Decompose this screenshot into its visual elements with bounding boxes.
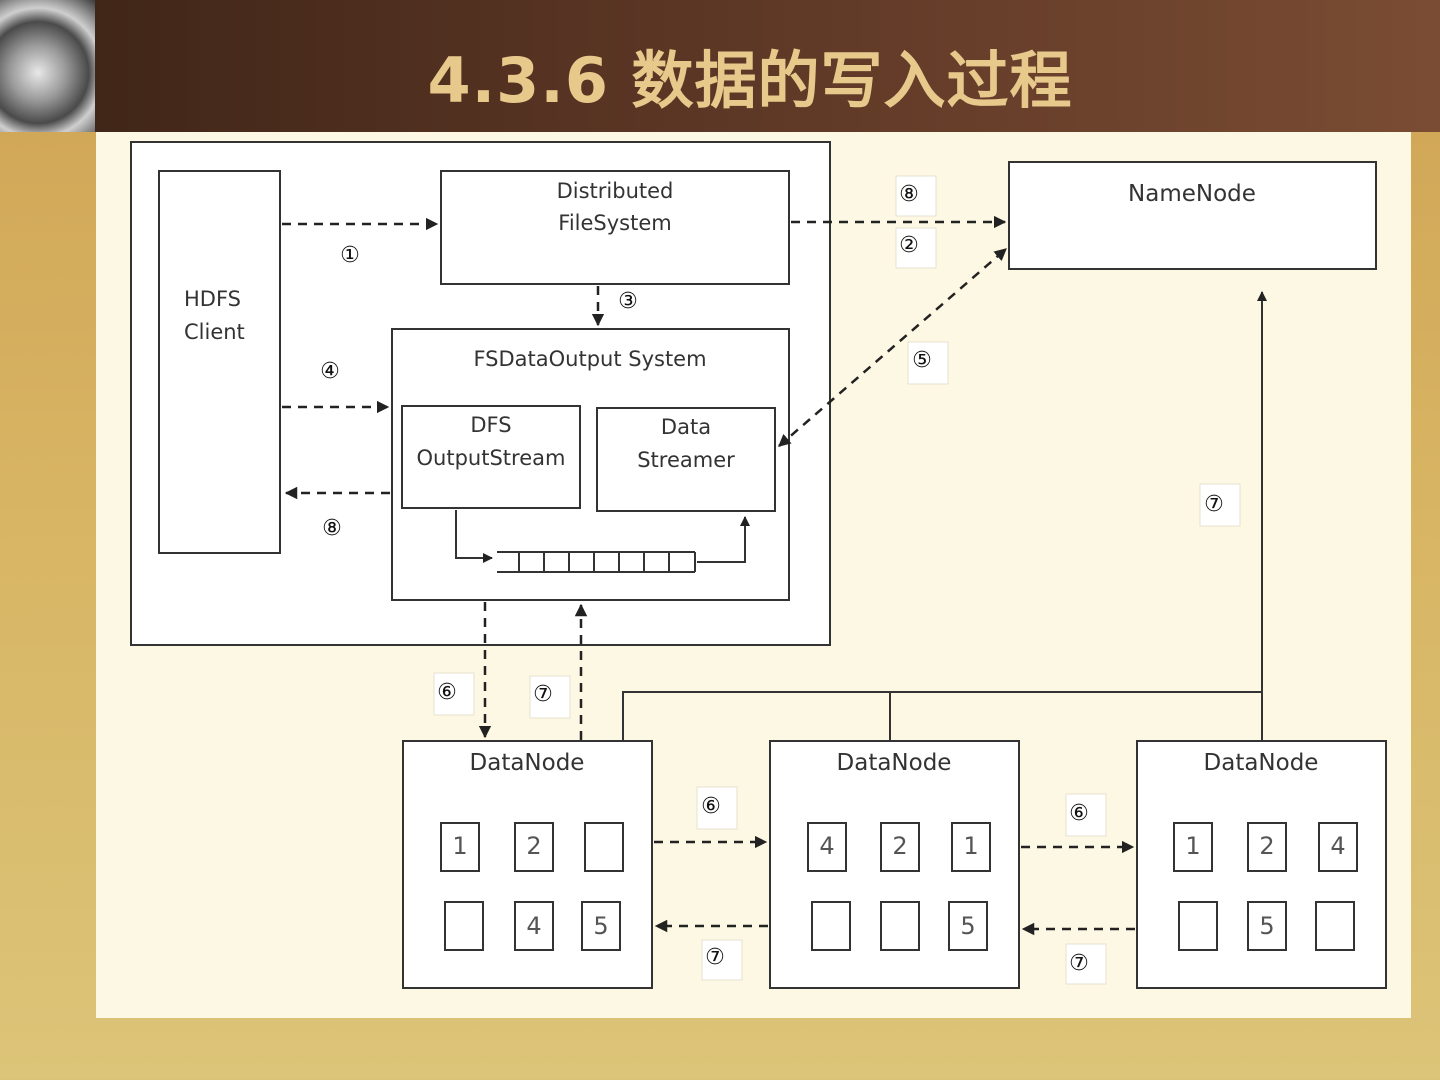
dfs-label-line2: FileSystem [558, 211, 671, 235]
step-label-bg [907, 341, 949, 385]
step-label: ⑦ [705, 945, 725, 970]
client-label-line2: Client [184, 320, 245, 344]
streamer-label-line2: Streamer [637, 448, 735, 472]
hdfs-client-box: HDFS Client [158, 170, 281, 554]
datanode-2: DataNode 4 2 1 5 [769, 740, 1020, 989]
datanode-label: DataNode [470, 750, 585, 776]
step-label: ② [899, 233, 919, 258]
step-label-bg [433, 672, 475, 716]
block-cell [514, 822, 554, 872]
step-label: ⑦ [533, 682, 553, 707]
block-cell [880, 822, 920, 872]
block-number: 2 [892, 832, 907, 860]
diagram-panel: HDFS Client Distributed FileSystem FSDat… [96, 132, 1411, 1018]
step-label-bg [1065, 793, 1107, 837]
datanode-label: DataNode [1204, 750, 1319, 776]
block-cell [880, 901, 920, 951]
step-label: ④ [320, 359, 340, 384]
queue-out-arrow [697, 516, 750, 563]
block-cell [1247, 901, 1287, 951]
distributed-filesystem-box: Distributed FileSystem [440, 170, 790, 285]
block-cell [581, 901, 621, 951]
block-cell [1173, 822, 1213, 872]
step-label: ① [340, 243, 360, 268]
step-label: ⑦ [1204, 492, 1224, 517]
step-label: ⑧ [322, 516, 342, 541]
block-number: 2 [1259, 832, 1274, 860]
block-number: 1 [963, 832, 978, 860]
hdfs-write-diagram: HDFS Client Distributed FileSystem FSDat… [130, 141, 1387, 989]
arrow-allocate-block [778, 248, 1007, 447]
step-label: ⑥ [437, 680, 457, 705]
step-label-bg [1199, 483, 1241, 527]
block-cell [514, 901, 554, 951]
block-number: 4 [1330, 832, 1345, 860]
block-cell [444, 901, 484, 951]
block-cell [1315, 901, 1355, 951]
step-label: ③ [618, 289, 638, 314]
step-label-bg [895, 175, 937, 217]
step-label-bg [529, 675, 571, 719]
client-label-line1: HDFS [184, 287, 241, 311]
dfsos-label-line1: DFS [470, 413, 511, 437]
step-label-bg [696, 786, 738, 830]
step-label-bg [895, 227, 937, 269]
block-number: 1 [1185, 832, 1200, 860]
step-label: ⑥ [701, 794, 721, 819]
block-cell [807, 822, 847, 872]
step-label-bg [1065, 943, 1107, 985]
step-label: ⑦ [1069, 951, 1089, 976]
block-cell [440, 822, 480, 872]
block-cell [584, 822, 624, 872]
logo-image [0, 0, 95, 132]
slide-title: 4.3.6 数据的写入过程 [427, 44, 1073, 117]
block-number: 5 [960, 912, 975, 940]
block-number: 1 [452, 832, 467, 860]
dfsos-label-line2: OutputStream [417, 446, 566, 470]
datanode-label: DataNode [837, 750, 952, 776]
datanode-3: DataNode 1 2 4 5 [1136, 740, 1387, 989]
block-number: 4 [819, 832, 834, 860]
block-cell [1247, 822, 1287, 872]
datanode-1: DataNode 1 2 4 5 [402, 740, 653, 989]
step-label: ⑧ [899, 182, 919, 207]
block-number: 5 [1259, 912, 1274, 940]
queue-in-arrow [455, 510, 493, 563]
fsdataoutput-title: FSDataOutput System [473, 347, 706, 371]
block-number: 5 [593, 912, 608, 940]
title-bar: 4.3.6 数据的写入过程 [0, 0, 1440, 132]
packet-queue [455, 510, 750, 573]
dfs-outputstream-box: DFS OutputStream [401, 405, 581, 509]
step-label-bg [701, 939, 743, 981]
block-cell [1318, 822, 1358, 872]
data-streamer-box: Data Streamer [596, 407, 776, 512]
block-cell [951, 822, 991, 872]
block-cell [1178, 901, 1218, 951]
namenode-box: NameNode [1008, 161, 1377, 270]
block-cell [948, 901, 988, 951]
dfs-label-line1: Distributed [557, 179, 674, 203]
block-number: 2 [526, 832, 541, 860]
namenode-label: NameNode [1128, 181, 1256, 207]
block-number: 4 [526, 912, 541, 940]
step-label: ⑤ [912, 348, 932, 373]
ack-to-namenode-lines [622, 291, 1267, 741]
block-cell [811, 901, 851, 951]
step-label: ⑥ [1069, 801, 1089, 826]
streamer-label-line1: Data [661, 415, 711, 439]
